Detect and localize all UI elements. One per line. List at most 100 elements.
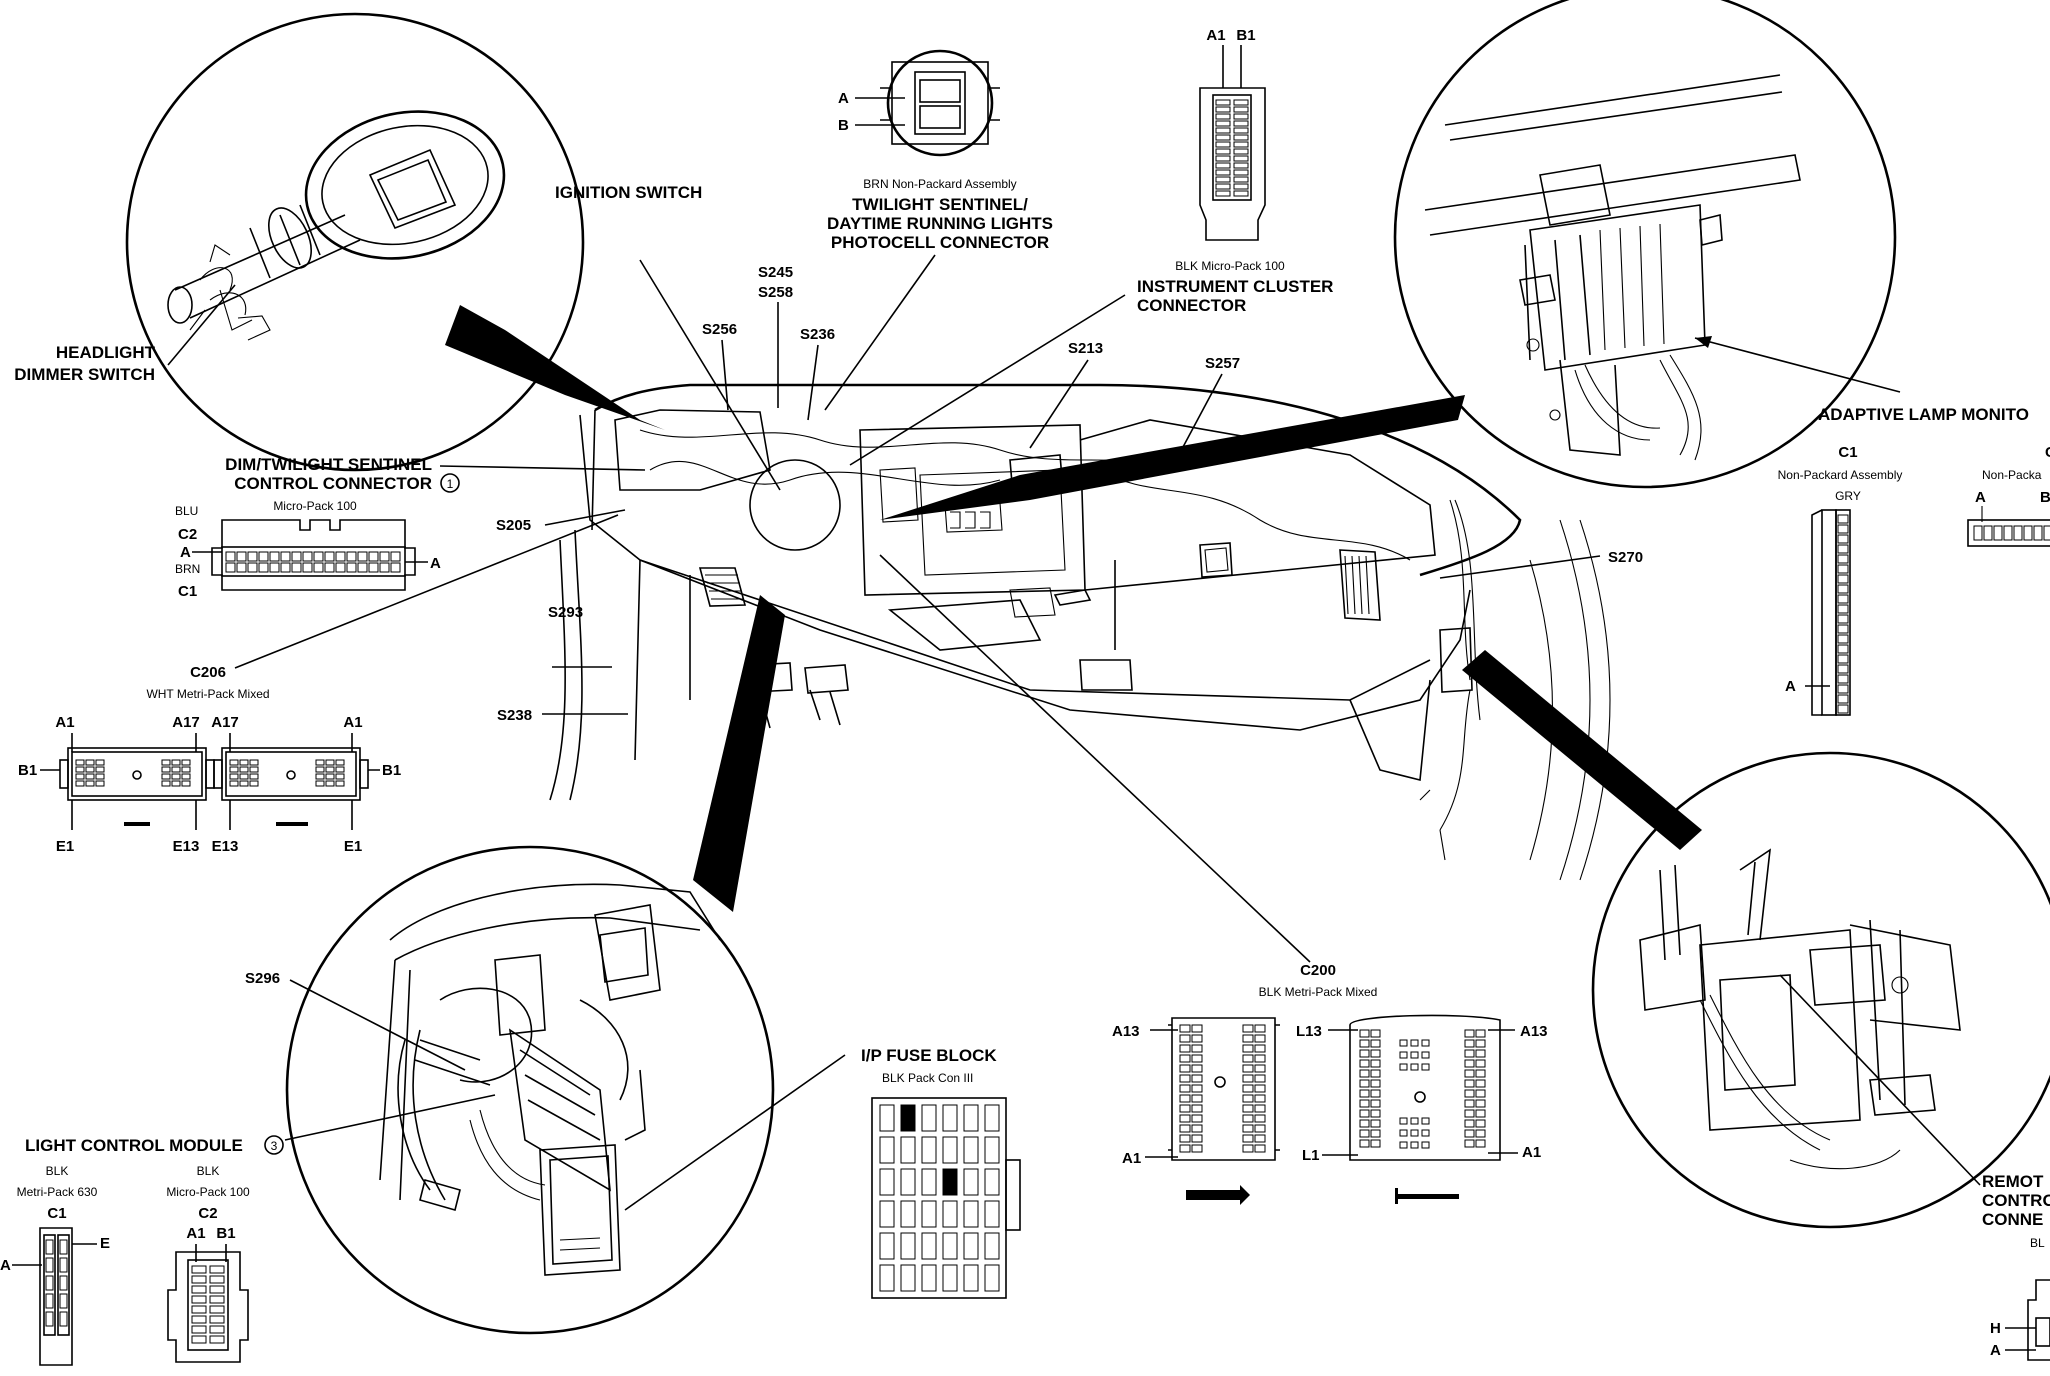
- connector-cavity: [1464, 1099, 1475, 1108]
- connector-cavity: [879, 1200, 895, 1228]
- connector-cavity: [191, 1265, 207, 1274]
- lcm-c2-sub: Micro-Pack 100: [166, 1185, 250, 1199]
- adaptive-c2-name: C: [2045, 444, 2050, 461]
- connector-cavity: [1215, 134, 1231, 141]
- photocell-label-3: PHOTOCELL CONNECTOR: [831, 233, 1049, 252]
- connector-cavity: [1464, 1029, 1475, 1038]
- connector-cavity: [1464, 1049, 1475, 1058]
- connector-cavity: [191, 1275, 207, 1284]
- connector-cavity: [1191, 1124, 1203, 1133]
- connector-cavity: [209, 1285, 225, 1294]
- connector-cavity: [1837, 584, 1849, 594]
- connector-cavity: [1233, 127, 1249, 134]
- connector-cavity: [209, 1295, 225, 1304]
- connector-cavity: [1837, 544, 1849, 554]
- connector-cavity: [1370, 1119, 1381, 1128]
- lcm-note: 3: [271, 1139, 278, 1153]
- connector-cavity: [1370, 1109, 1381, 1118]
- connector-cavity: [209, 1325, 225, 1334]
- c206-sub: WHT Metri-Pack Mixed: [146, 687, 269, 701]
- connector-cavity: [942, 1264, 958, 1292]
- connector-cavity: [1837, 684, 1849, 694]
- connector-cavity: [1410, 1063, 1419, 1071]
- connector-cavity: [1242, 1054, 1254, 1063]
- connector-cavity: [346, 562, 357, 573]
- connector-cavity: [1410, 1051, 1419, 1059]
- connector-cavity: [1233, 190, 1249, 197]
- connector-cavity: [900, 1168, 916, 1196]
- connector-cavity: [1242, 1064, 1254, 1073]
- connector-cavity: [1242, 1044, 1254, 1053]
- connector-cavity: [1254, 1114, 1266, 1123]
- ignition-switch-label: IGNITION SWITCH: [555, 183, 702, 202]
- connector-cavity: [258, 562, 269, 573]
- connector-cavity: [1191, 1104, 1203, 1113]
- connector-cavity: [1191, 1144, 1203, 1153]
- photocell-pin-a: A: [838, 90, 849, 107]
- connector-cavity: [161, 773, 171, 780]
- connector-cavity: [1191, 1054, 1203, 1063]
- connector-cavity: [171, 759, 181, 766]
- adaptive-c1-color: GRY: [1835, 489, 1861, 503]
- connector-cavity: [269, 551, 280, 562]
- connector-cavity: [280, 551, 291, 562]
- connector-cavity: [963, 1264, 979, 1292]
- connector-cavity: [1191, 1084, 1203, 1093]
- connector-cavity: [171, 773, 181, 780]
- connector-cavity: [1179, 1074, 1191, 1083]
- connector-cavity: [1837, 534, 1849, 544]
- connector-cavity: [335, 562, 346, 573]
- connector-cavity: [1242, 1114, 1254, 1123]
- connector-cavity: [85, 780, 95, 787]
- connector-cavity: [1837, 524, 1849, 534]
- dim-twilight-label-2: CONTROL CONNECTOR: [234, 474, 432, 493]
- connector-cavity: [1179, 1064, 1191, 1073]
- connector-cavity: [1421, 1039, 1430, 1047]
- connector-cavity: [1233, 176, 1249, 183]
- connector-cavity: [879, 1232, 895, 1260]
- connector-cavity: [325, 780, 335, 787]
- splice-s236: S236: [800, 326, 835, 343]
- connector-cavity: [900, 1136, 916, 1164]
- connector-cavity: [1370, 1039, 1381, 1048]
- connector-cavity: [171, 780, 181, 787]
- cluster-pin-b1: B1: [1236, 27, 1255, 44]
- dim-twilight-sub: Micro-Pack 100: [273, 499, 357, 513]
- connector-cavity: [45, 1311, 54, 1327]
- connector-cavity: [229, 759, 239, 766]
- c206-pin-a1-right: A1: [343, 714, 362, 731]
- connector-cavity: [1837, 604, 1849, 614]
- connector-cavity: [1410, 1039, 1419, 1047]
- c200-name: C200: [1300, 962, 1336, 979]
- c206-pin-e1-right: E1: [344, 838, 362, 855]
- connector-cavity: [1464, 1129, 1475, 1138]
- fuse-block-sub: BLK Pack Con III: [882, 1071, 973, 1085]
- connector-cavity: [225, 551, 236, 562]
- remote-pin-h: H: [1990, 1320, 2001, 1337]
- dimmer-switch-label-1: HEADLIGHT: [56, 343, 156, 362]
- connector-cavity: [325, 773, 335, 780]
- c200-pin-a1-left: A1: [1122, 1150, 1141, 1167]
- cluster-label-2: CONNECTOR: [1137, 296, 1246, 315]
- lcm-leader-wedge: [693, 595, 785, 912]
- connector-cavity: [379, 551, 390, 562]
- lcm-c1-color: BLK: [46, 1164, 69, 1178]
- connector-cavity: [1359, 1049, 1370, 1058]
- connector-cavity: [1370, 1099, 1381, 1108]
- lcm-c2-connector: [167, 1251, 249, 1363]
- connector-cavity: [1475, 1099, 1486, 1108]
- connector-cavity: [1191, 1074, 1203, 1083]
- connector-cavity: [1242, 1034, 1254, 1043]
- connector-cavity: [1254, 1124, 1266, 1133]
- dimmer-leader-wedge: [445, 305, 665, 430]
- c200-connector-left: [1168, 1017, 1280, 1161]
- connector-cavity: [1370, 1129, 1381, 1138]
- lcm-c1-sub: Metri-Pack 630: [17, 1185, 98, 1199]
- connector-cavity: [291, 551, 302, 562]
- splice-s257: S257: [1205, 355, 1240, 372]
- connector-cavity: [1370, 1029, 1381, 1038]
- connector-cavity: [1359, 1039, 1370, 1048]
- connector-cavity: [1242, 1074, 1254, 1083]
- connector-cavity: [75, 766, 85, 773]
